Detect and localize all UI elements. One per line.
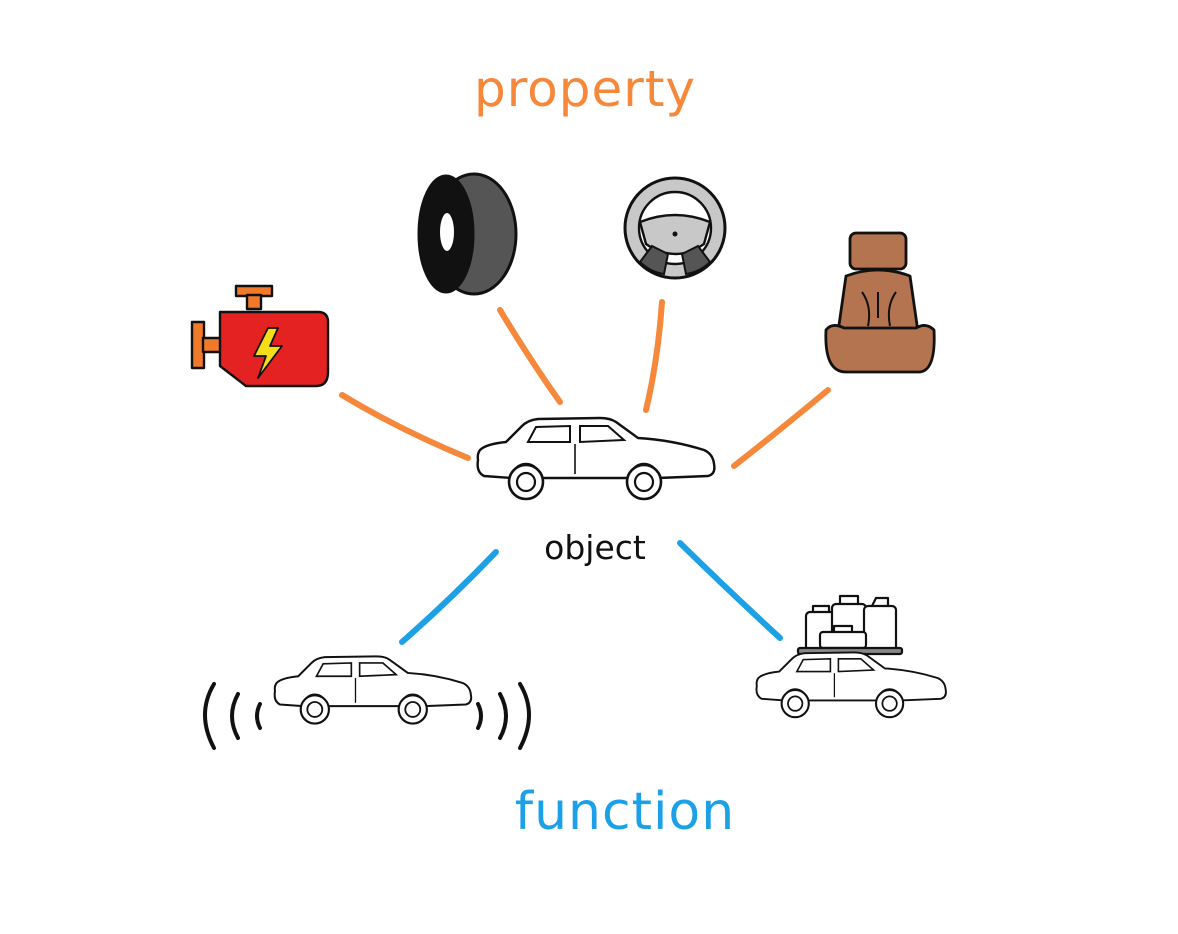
connector-moving-car — [399, 549, 499, 645]
connector-seat — [731, 387, 831, 469]
property-label: property — [473, 60, 697, 118]
car-seat-icon — [824, 231, 936, 374]
steering-wheel-icon — [623, 176, 727, 280]
function-connectors — [399, 540, 783, 645]
function-label: function — [514, 782, 736, 842]
tire-icon — [417, 172, 518, 296]
connector-steering-wheel — [643, 299, 665, 413]
property-connectors — [339, 299, 831, 469]
object-label: object — [544, 528, 646, 567]
engine-icon — [190, 284, 330, 388]
car-icon — [476, 416, 716, 501]
car-with-luggage-icon — [755, 594, 947, 719]
connector-car-with-luggage — [677, 540, 783, 641]
connector-engine — [339, 392, 471, 461]
connector-tire — [497, 307, 563, 405]
moving-car-icon — [203, 655, 531, 750]
